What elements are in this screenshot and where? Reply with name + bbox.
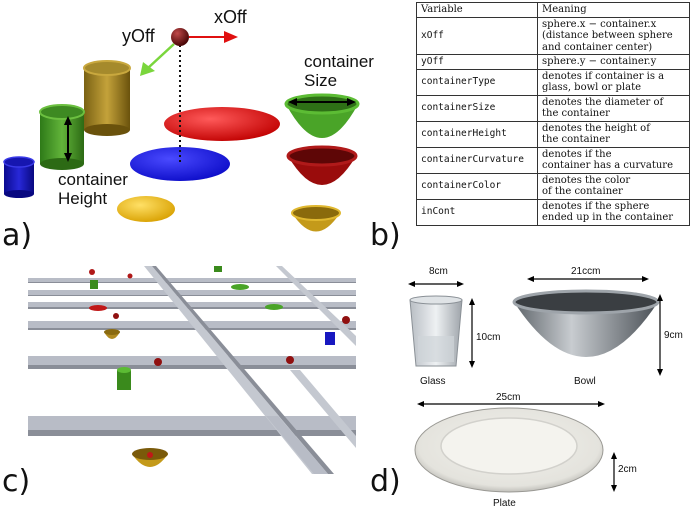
meaning-line: of the container (542, 186, 623, 197)
meaning-line: denotes the color (542, 174, 631, 186)
meaning-line: denotes if the (542, 148, 612, 160)
panel-c-label: c) (2, 464, 31, 499)
meaning-line: sphere.x − container.x (542, 18, 657, 30)
panel-d-label: d) (370, 464, 401, 499)
sphere (171, 28, 189, 46)
olive-glass (83, 60, 131, 136)
panel-d: 8cm 10cm Glass 21ccm 9cm Bowl 25cm 2cm P… (400, 262, 694, 509)
rails-diagonal (144, 266, 356, 474)
variable-meaning: sphere.y − container.y (537, 54, 690, 70)
meaning-line: the container (542, 134, 610, 145)
meaning-line: (distance between sphere (542, 30, 673, 41)
glass-width-label: 8cm (429, 266, 448, 277)
meaning-line: denotes if container is a (542, 70, 665, 82)
xoff-arrowhead (224, 31, 238, 43)
real-plate (414, 407, 604, 493)
bowl-height-label: 9cm (664, 330, 683, 341)
variable-name: containerColor (416, 172, 538, 200)
green-bowl (284, 93, 360, 138)
header-variable: Variable (416, 2, 538, 18)
xoff-label: xOff (214, 7, 247, 27)
variable-name: yOff (416, 54, 538, 70)
yoff-label: yOff (122, 26, 155, 46)
red-bowl (286, 145, 358, 185)
meaning-line: glass, bowl or plate (542, 82, 642, 93)
container-size-label-2: Size (304, 71, 338, 90)
glass-height-label: 10cm (476, 332, 501, 343)
variable-name: containerHeight (416, 120, 538, 148)
variable-name: xOff (416, 16, 538, 55)
plate-height-label: 2cm (618, 464, 637, 475)
panel-a: yOff xOff container Size container Heigh… (0, 0, 410, 260)
real-containers (408, 276, 663, 493)
variable-name: containerType (416, 68, 538, 96)
blue-glass (3, 156, 35, 198)
red-plate (164, 107, 280, 141)
panel-a-scene (3, 28, 360, 232)
bowl-width-label: 21ccm (571, 266, 601, 277)
glass-label: Glass (420, 376, 446, 387)
meaning-line: sphere.y − container.y (542, 56, 657, 67)
variable-name: containerCurvature (416, 146, 538, 174)
plate-label: Plate (493, 498, 516, 509)
yoff-arrow (147, 43, 175, 69)
container-size-label-1: container (304, 52, 374, 71)
blue-plate (130, 147, 230, 181)
header-meaning: Meaning (537, 2, 690, 18)
simulation-scene (28, 266, 356, 474)
yellow-plate (117, 196, 175, 222)
panel-b-label: b) (370, 218, 401, 253)
variable-meaning: sphere.x − container.x(distance between … (537, 16, 690, 55)
bowl-label: Bowl (574, 376, 596, 387)
variable-name: inCont (416, 198, 538, 226)
real-glass (409, 295, 463, 367)
meaning-line: ended up in the container (542, 212, 674, 223)
panel-c (28, 266, 356, 474)
table-row: yOff sphere.y − container.y (416, 54, 690, 70)
plate-width-label: 25cm (496, 392, 521, 403)
container-height-label-2: Height (58, 189, 108, 208)
meaning-line: denotes the height of (542, 122, 650, 134)
green-glass (39, 104, 85, 170)
meaning-line: the container (542, 108, 610, 119)
real-bowl (512, 289, 660, 357)
meaning-line: denotes the diameter of (542, 96, 664, 108)
yellow-bowl (291, 205, 341, 232)
panel-a-label: a) (2, 218, 33, 253)
table-header-row: Variable Meaning (416, 2, 690, 18)
yoff-arrowhead (140, 62, 155, 76)
variable-name: containerSize (416, 94, 538, 122)
container-height-label-1: container (58, 170, 128, 189)
meaning-line: denotes if the sphere (542, 200, 650, 212)
meaning-line: container has a curvature (542, 160, 674, 171)
meaning-line: and container center) (542, 41, 653, 53)
